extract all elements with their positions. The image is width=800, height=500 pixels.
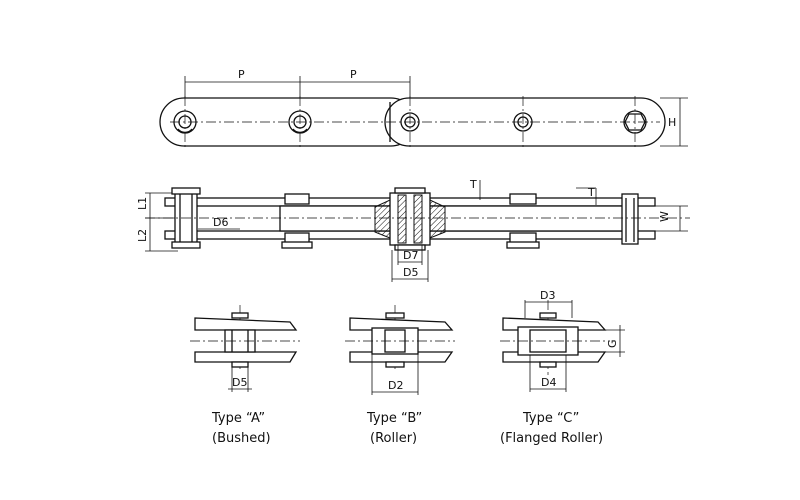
side-plate-upper-left — [164, 197, 396, 207]
height-dimension: H — [660, 97, 688, 147]
t-markers: T T — [469, 178, 597, 205]
d7-label: D7 — [403, 249, 418, 262]
l-dimensions: L1 L2 — [136, 192, 178, 252]
joint-dimensions: D7 D5 — [391, 245, 429, 282]
type-c-dim-side: G — [606, 339, 619, 348]
type-a-detail: D5 Type “A” (Bushed) — [190, 305, 300, 446]
type-a-subtitle: (Bushed) — [212, 431, 271, 446]
type-a-dim-label: D5 — [232, 376, 247, 389]
pitch-label-1: P — [238, 68, 245, 81]
side-plate-upper-right — [424, 197, 656, 207]
t-label-2: T — [587, 186, 595, 199]
type-b-title: Type “B” — [366, 411, 422, 426]
type-b-detail: D2 Type “B” (Roller) — [345, 305, 455, 446]
type-c-dim-bottom: D4 — [541, 376, 556, 389]
side-inner-body-right — [424, 205, 636, 232]
side-view: L1 L2 D6 — [136, 178, 690, 282]
side-plate-lower-right — [424, 230, 656, 240]
type-b-dim-label: D2 — [388, 379, 403, 392]
t-label-1: T — [469, 178, 477, 191]
type-a-title: Type “A” — [211, 411, 265, 426]
width-label: W — [658, 211, 671, 222]
height-label: H — [668, 116, 676, 129]
right-pin-blocks — [506, 193, 639, 249]
l1-label: L1 — [136, 197, 149, 210]
type-c-subtitle: (Flanged Roller) — [500, 431, 603, 446]
pitch-label-2: P — [350, 68, 357, 81]
d6-label: D6 — [213, 216, 228, 229]
type-b-subtitle: (Roller) — [370, 431, 417, 446]
center-joint — [374, 187, 446, 251]
pitch-dimension: P P — [184, 68, 411, 100]
top-view: P P — [159, 68, 688, 150]
width-dimension: W — [655, 205, 688, 232]
type-c-detail: D3 G D4 Type “C” (Flanged Roller) — [500, 289, 625, 446]
side-plate-lower-left — [164, 230, 396, 240]
d5-label: D5 — [403, 266, 418, 279]
type-c-title: Type “C” — [522, 411, 579, 426]
l2-label: L2 — [136, 229, 149, 242]
type-c-dim-top: D3 — [540, 289, 555, 302]
